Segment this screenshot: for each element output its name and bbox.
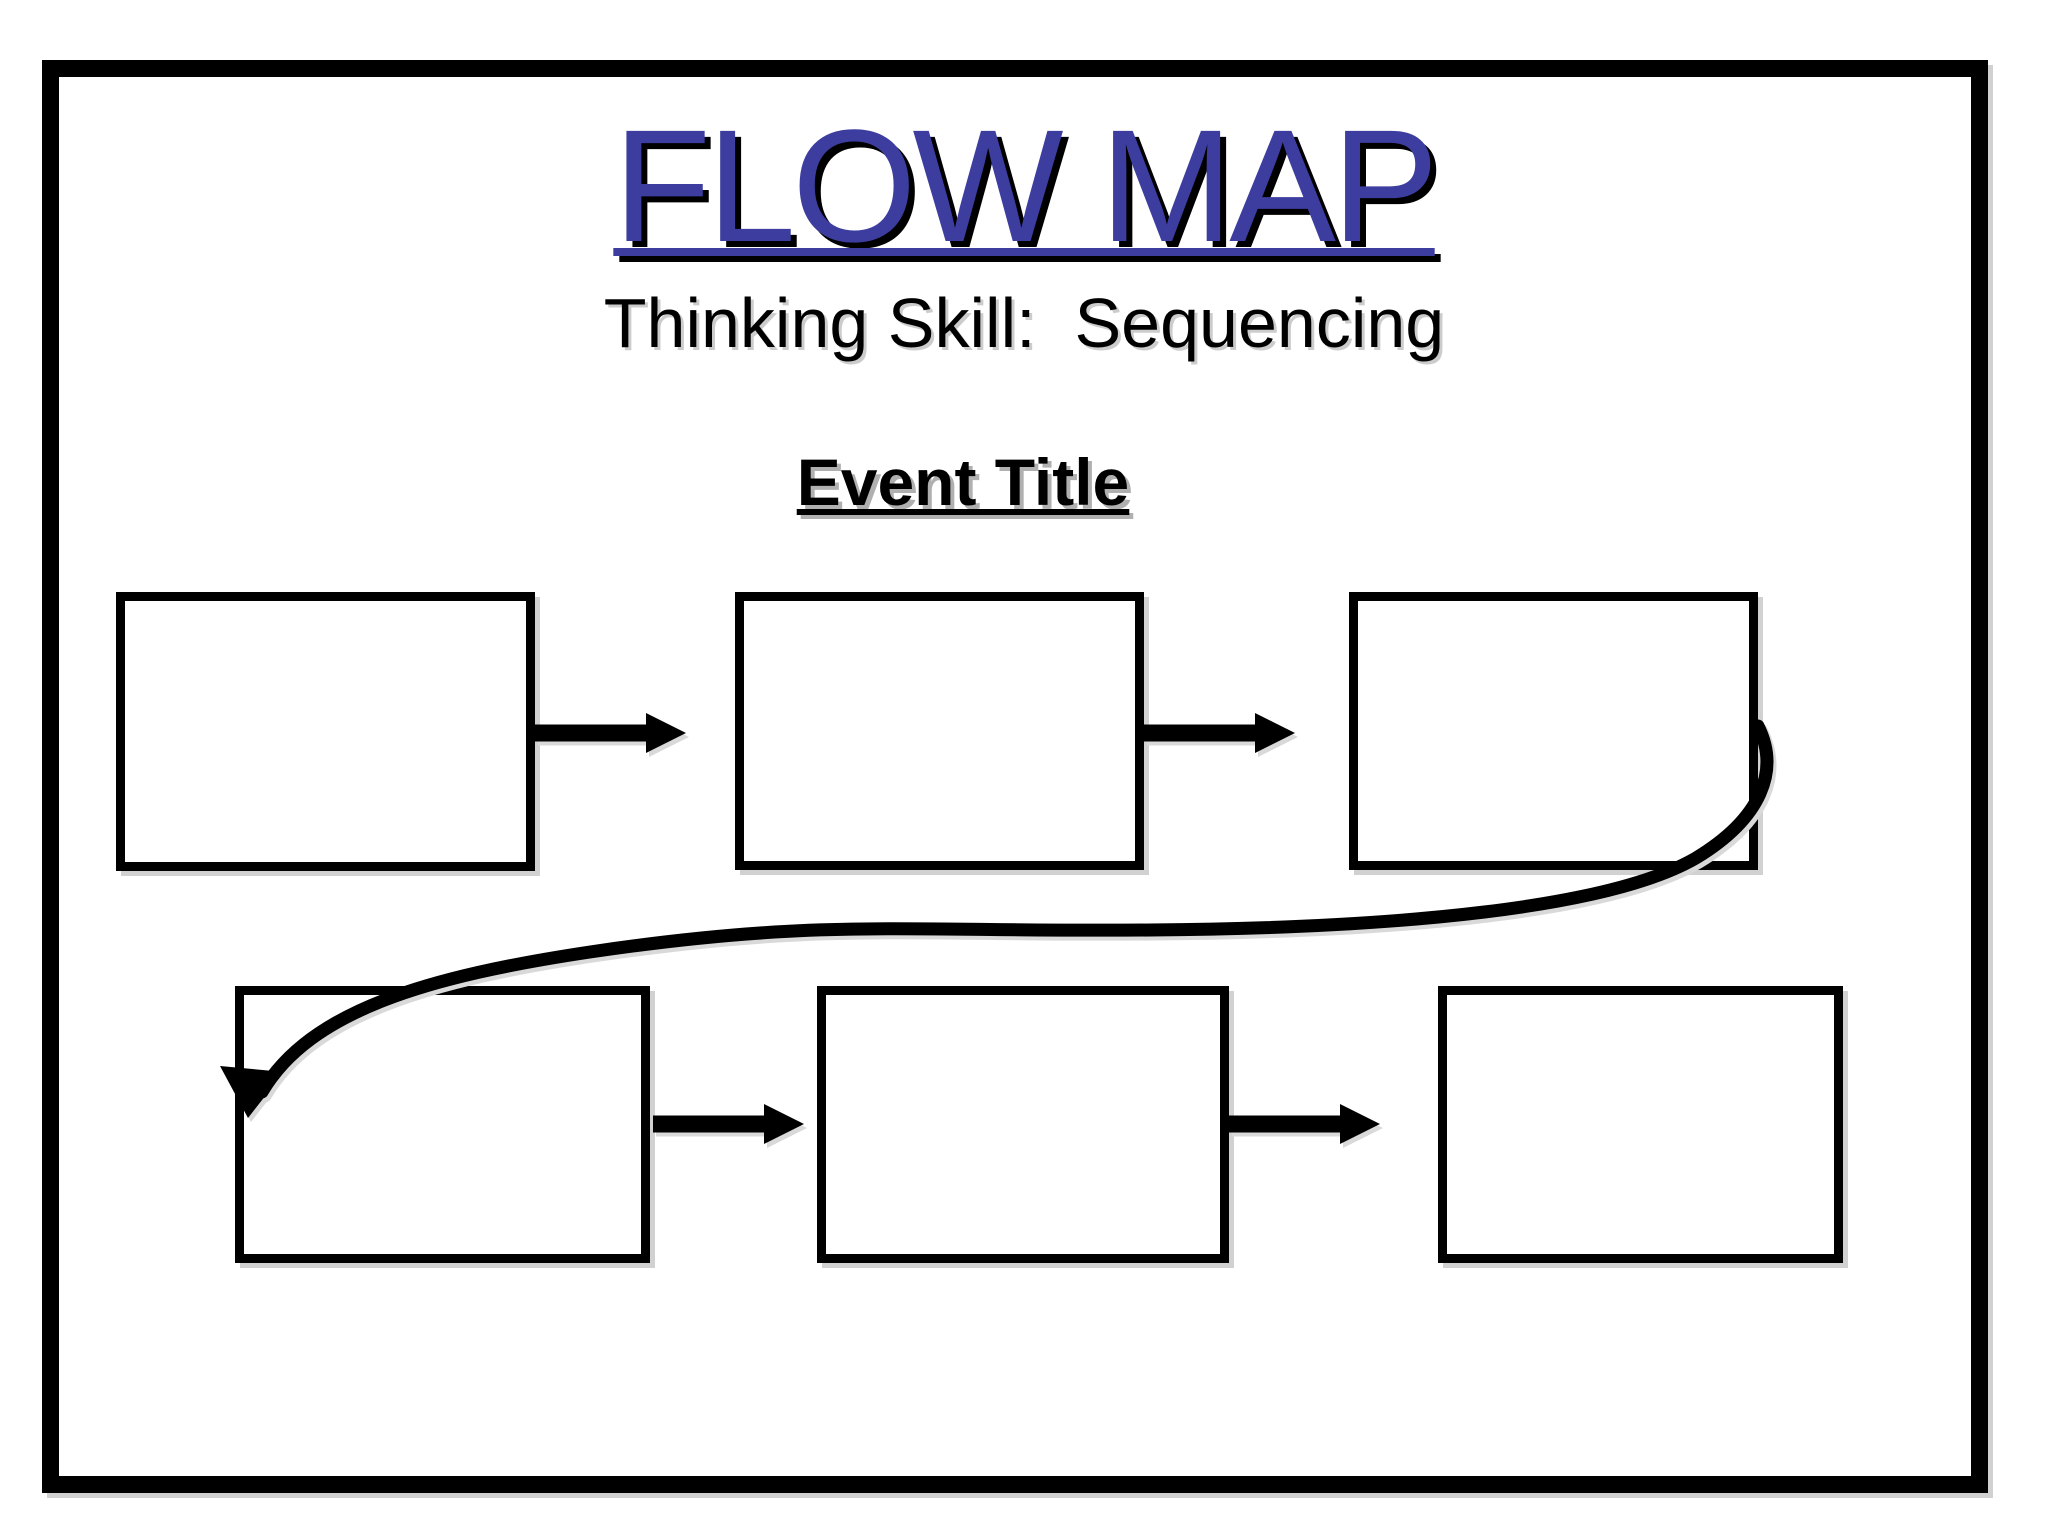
event-title-label: Event Title (796, 445, 1130, 519)
page-title: FLOW MAP (0, 98, 2048, 274)
flow-box-5[interactable] (817, 986, 1229, 1263)
flow-box-5-text (826, 995, 1220, 1015)
flow-box-1-text (125, 601, 526, 621)
page-title-text: FLOW MAP (613, 96, 1438, 275)
flow-box-3-text (1358, 601, 1749, 621)
flow-box-3[interactable] (1349, 592, 1758, 870)
flow-box-4-text (244, 995, 641, 1015)
slide-border-frame (42, 60, 1988, 1493)
flow-box-2-text (744, 601, 1135, 621)
flow-box-6[interactable] (1438, 986, 1843, 1263)
flow-box-1[interactable] (116, 592, 535, 871)
page-subtitle: Thinking Skill: Sequencing (603, 284, 1445, 362)
flow-box-2[interactable] (735, 592, 1144, 870)
flow-box-4[interactable] (235, 986, 650, 1263)
flow-box-6-text (1447, 995, 1834, 1015)
event-title: Event Title (0, 446, 1926, 519)
